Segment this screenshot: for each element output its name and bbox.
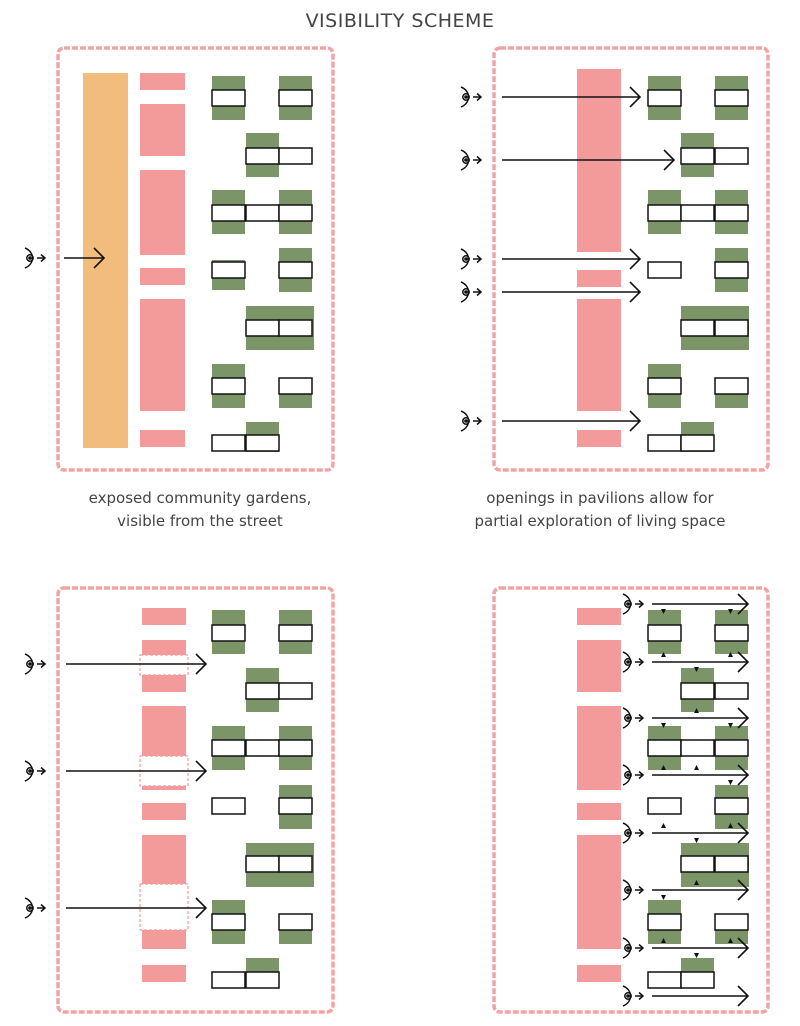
- caption-line: visible from the street: [117, 512, 283, 530]
- site-boundary: [56, 586, 335, 1014]
- garden-band: [83, 73, 128, 448]
- wall-openings: [139, 654, 189, 931]
- view-arrows: [460, 86, 676, 432]
- opening-markers: [661, 609, 733, 958]
- caption-panel-1: exposed community gardens, visible from …: [0, 487, 400, 533]
- view-arrows: [24, 247, 106, 269]
- site-boundary: [56, 46, 335, 472]
- pavilions: [211, 624, 313, 989]
- pavilions: [211, 89, 313, 452]
- panel-2: [460, 46, 770, 472]
- site-boundary: [492, 586, 770, 1014]
- page-title: VISIBILITY SCHEME: [305, 10, 495, 32]
- caption-panel-2: openings in pavilions allow for partial …: [400, 487, 800, 533]
- pavilions: [647, 89, 749, 452]
- caption-line: openings in pavilions allow for: [486, 489, 714, 507]
- wall-segments: [577, 608, 621, 982]
- panel-1: [24, 46, 335, 472]
- site-boundary: [492, 46, 770, 472]
- view-arrows: [24, 653, 208, 919]
- panel-4: [492, 586, 770, 1014]
- wall-segments: [577, 69, 621, 447]
- panel-3: [24, 586, 335, 1014]
- green-spaces: [212, 76, 314, 452]
- view-arrows: [622, 593, 750, 1007]
- wall-segments: [140, 73, 185, 447]
- pavilions: [647, 624, 749, 989]
- caption-line: partial exploration of living space: [474, 512, 726, 530]
- caption-line: exposed community gardens,: [88, 489, 312, 507]
